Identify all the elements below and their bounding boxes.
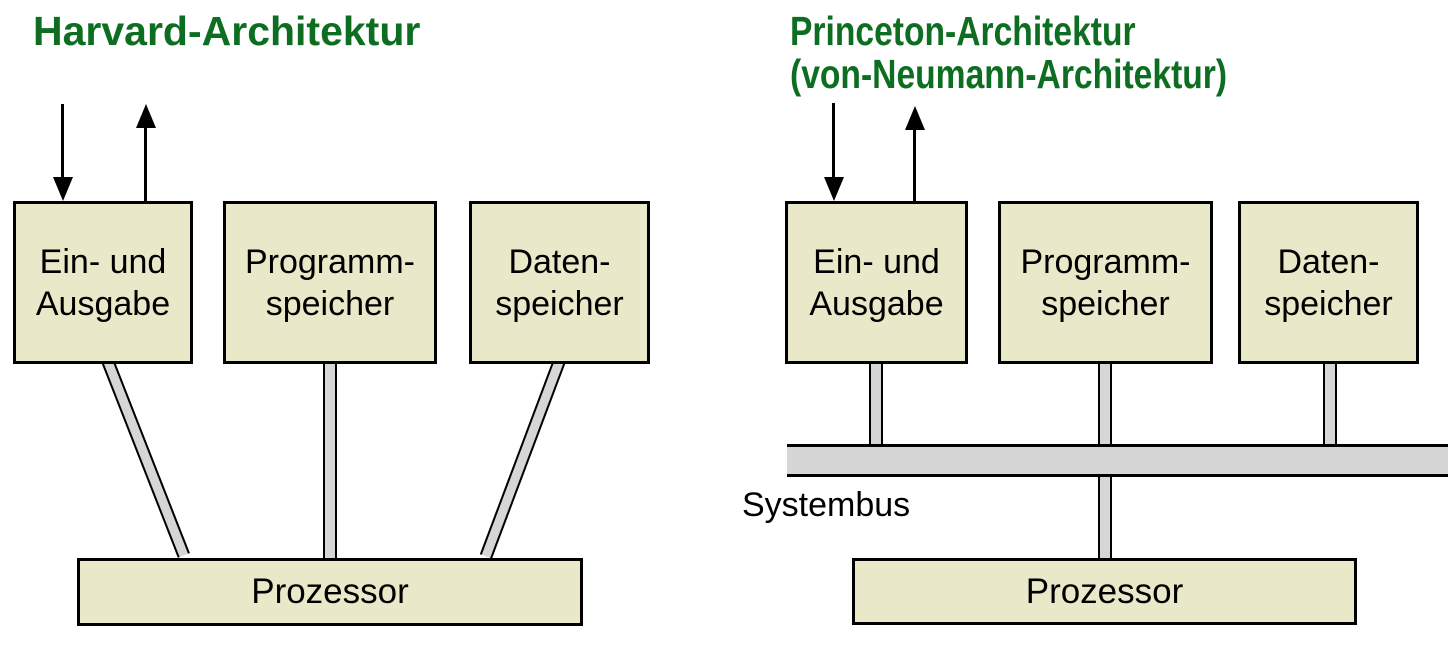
output-arrow-line-left bbox=[144, 127, 147, 202]
input-arrow-line-right bbox=[832, 103, 835, 178]
connector-program-bus bbox=[1098, 358, 1112, 448]
input-arrow-icon-left bbox=[53, 177, 73, 201]
output-arrow-icon-left bbox=[136, 104, 156, 128]
princeton-title-line2: (von-Neumann-Architektur) bbox=[790, 51, 1228, 97]
princeton-title: Princeton-Architektur (von-Neumann-Archi… bbox=[790, 10, 1227, 96]
output-arrow-icon-right bbox=[905, 106, 925, 130]
data-memory-box-left: Daten- speicher bbox=[469, 201, 650, 364]
io-box-right: Ein- und Ausgabe bbox=[785, 201, 968, 364]
princeton-title-line1: Princeton-Architektur bbox=[790, 8, 1136, 54]
input-arrow-line-left bbox=[61, 104, 64, 178]
processor-box-left: Prozessor bbox=[77, 558, 583, 626]
program-memory-box-right: Programm- speicher bbox=[998, 201, 1213, 364]
connector-io-processor-left bbox=[100, 355, 190, 558]
input-arrow-icon-right bbox=[824, 177, 844, 201]
connector-program-processor-left bbox=[323, 358, 337, 562]
io-box-left: Ein- und Ausgabe bbox=[13, 201, 193, 364]
connector-data-processor-left bbox=[479, 355, 567, 559]
connector-io-bus bbox=[869, 358, 883, 448]
program-memory-box-left: Programm- speicher bbox=[223, 201, 437, 364]
systembus-label: Systembus bbox=[742, 486, 911, 524]
connector-bus-processor bbox=[1098, 472, 1112, 564]
output-arrow-line-right bbox=[913, 129, 916, 201]
connector-data-bus bbox=[1323, 358, 1337, 448]
processor-box-right: Prozessor bbox=[852, 558, 1357, 625]
data-memory-box-right: Daten- speicher bbox=[1238, 201, 1419, 364]
system-bus-bar bbox=[787, 444, 1448, 477]
harvard-title: Harvard-Architektur bbox=[33, 8, 421, 54]
